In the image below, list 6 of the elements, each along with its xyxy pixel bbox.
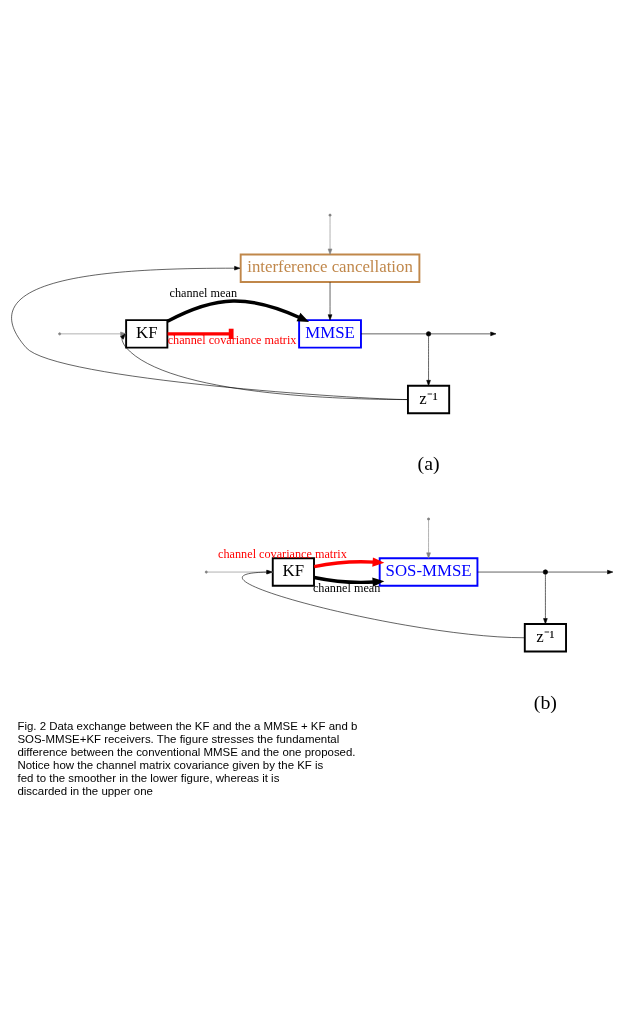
caption: Fig. 2 Data exchange between the KF and the a MMSE + KF and b SOS-MMSE+KF receivers. The figure stresses the fundamental difference between the conventional MMSE and the one proposed. Notice how the channel matrix covariance given by the KF is fed to the smoother in the lower figure, whereas it is discarded in the upper one <box>17 720 358 798</box>
edge-label: channel mean <box>169 286 237 301</box>
label: (b) <box>533 690 557 713</box>
edge-label: channel covariance matrix <box>167 332 297 347</box>
label: (a) <box>417 452 440 475</box>
edge-label: channel mean <box>312 580 381 595</box>
